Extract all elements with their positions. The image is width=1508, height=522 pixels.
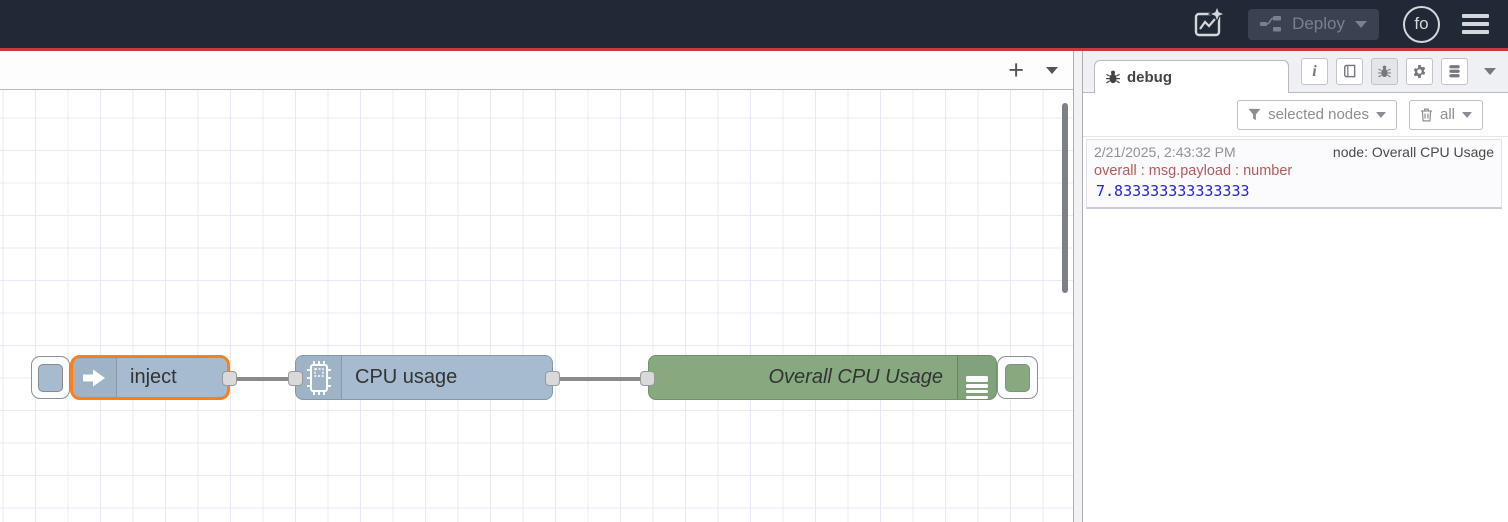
context-data-button[interactable]: [1441, 58, 1468, 85]
debug-enable-toggle[interactable]: [997, 356, 1038, 399]
bug-icon: [1106, 70, 1120, 84]
debug-filter-row: selected nodes all: [1083, 93, 1508, 137]
tab-debug-label: debug: [1127, 68, 1172, 86]
inject-output-port[interactable]: [222, 371, 237, 386]
database-icon: [1449, 65, 1460, 78]
app-header: Deploy fo: [0, 0, 1508, 48]
bug-icon: [1378, 65, 1391, 78]
message-topic: overall : msg.payload : number: [1094, 163, 1293, 179]
gear-icon: [1413, 64, 1426, 79]
flow-list-caret-icon[interactable]: [1046, 66, 1058, 74]
info-icon: i: [1312, 62, 1317, 80]
help-tab-button[interactable]: [1336, 58, 1363, 85]
trash-icon: [1420, 108, 1433, 121]
user-avatar[interactable]: fo: [1403, 5, 1440, 43]
message-value[interactable]: 7.833333333333333: [1096, 182, 1250, 200]
debug-input-port[interactable]: [640, 371, 655, 386]
info-tab-button[interactable]: i: [1301, 58, 1328, 85]
message-node-label: node: Overall CPU Usage: [1332, 144, 1494, 160]
workspace-grid[interactable]: inject CPU: [0, 90, 1073, 522]
deploy-options-caret-icon[interactable]: [1355, 20, 1367, 28]
debug-message-list: 2/21/2025, 2:43:32 PM node: Overall CPU …: [1083, 137, 1508, 522]
inject-node-icon: [73, 358, 117, 397]
sidebar-resize-handle[interactable]: [1073, 51, 1083, 522]
filter-selected-nodes-button[interactable]: selected nodes: [1237, 99, 1397, 130]
flow-assistant-icon[interactable]: [1190, 6, 1227, 42]
deploy-label: Deploy: [1292, 14, 1345, 33]
main-menu-icon[interactable]: [1462, 10, 1489, 38]
deploy-divider: [0, 48, 1508, 51]
sidebar-tools: i: [1301, 58, 1508, 85]
cpu-input-port[interactable]: [288, 371, 303, 386]
node-overall-cpu-usage[interactable]: Overall CPU Usage: [648, 355, 997, 400]
deploy-button[interactable]: Deploy: [1248, 8, 1379, 40]
debug-node-icon: [957, 356, 996, 399]
debug-tab-button[interactable]: [1371, 58, 1398, 85]
message-timestamp: 2/21/2025, 2:43:32 PM: [1094, 144, 1236, 160]
clear-all-button[interactable]: all: [1408, 99, 1483, 130]
filter-caret-icon: [1375, 111, 1386, 118]
right-sidebar: debug i: [1083, 51, 1508, 522]
debug-message: 2/21/2025, 2:43:32 PM node: Overall CPU …: [1086, 139, 1502, 209]
clear-caret-icon: [1462, 111, 1472, 118]
cpu-output-port[interactable]: [545, 371, 560, 386]
node-cpu-usage[interactable]: CPU usage: [295, 355, 553, 400]
cpu-chip-icon: [296, 356, 342, 399]
add-flow-button[interactable]: +: [1004, 56, 1028, 84]
sidebar-tabbar: debug i: [1083, 51, 1508, 93]
canvas-vertical-scrollbar[interactable]: [1062, 103, 1068, 293]
config-nodes-button[interactable]: [1406, 58, 1433, 85]
tab-debug[interactable]: debug: [1094, 60, 1289, 93]
deploy-icon: [1260, 16, 1282, 32]
funnel-icon: [1248, 108, 1261, 121]
debug-toggle-inner: [1005, 363, 1030, 392]
filter-label: selected nodes: [1268, 106, 1369, 123]
node-label: CPU usage: [355, 366, 458, 388]
node-label: inject: [130, 366, 177, 388]
inject-trigger-button[interactable]: [31, 356, 70, 399]
wires-layer: [230, 377, 648, 381]
inject-trigger-inner: [38, 363, 63, 392]
editor-canvas-area: + inject: [0, 51, 1073, 522]
flow-tabbar: +: [0, 51, 1073, 90]
clear-label: all: [1439, 106, 1455, 123]
node-inject[interactable]: inject: [70, 355, 230, 400]
node-label: Overall CPU Usage: [768, 366, 943, 388]
sidebar-options-caret-icon[interactable]: [1484, 68, 1496, 75]
book-icon: [1344, 64, 1356, 78]
